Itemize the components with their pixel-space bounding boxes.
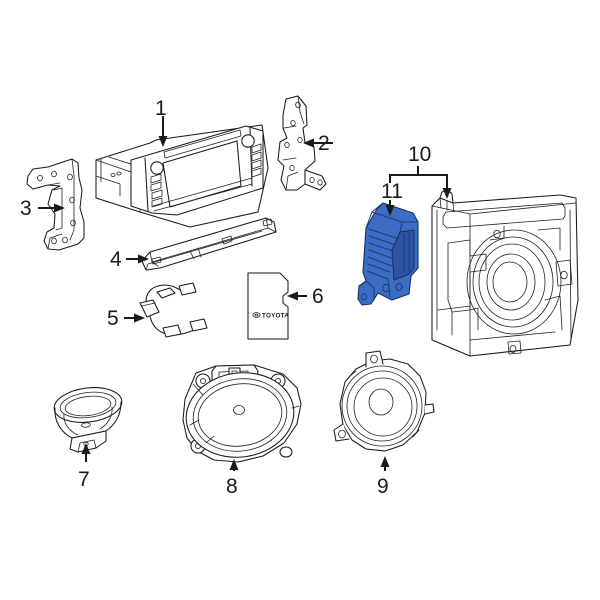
callout-label-4[interactable]: 4: [110, 248, 122, 271]
part-radio-receiver-head-unit: [95, 124, 269, 228]
part-subwoofer-assembly: [431, 189, 579, 357]
sd-card-brand-text: TOYOTA: [262, 313, 289, 320]
part-antenna-cable-harness: [139, 282, 208, 338]
callout-label-11[interactable]: 11: [381, 180, 403, 203]
callout-label-1[interactable]: 1: [155, 97, 167, 120]
callout-leader-lines: [38, 116, 452, 471]
part-audio-amplifier: [357, 202, 419, 306]
part-tweeter-speaker: [53, 387, 123, 453]
part-rear-door-speaker: [333, 350, 435, 452]
part-radio-support-brace: [141, 217, 277, 271]
callout-label-7[interactable]: 7: [78, 468, 90, 491]
callout-label-8[interactable]: 8: [226, 475, 238, 498]
part-side-mounting-bracket-right: [277, 95, 327, 191]
callout-label-5[interactable]: 5: [107, 307, 119, 330]
callout-label-3[interactable]: 3: [20, 197, 32, 220]
callout-label-6[interactable]: 6: [312, 285, 324, 308]
callout-label-9[interactable]: 9: [377, 475, 389, 498]
part-navigation-sd-card: TOYOTA: [247, 272, 289, 340]
part-front-door-speaker: [182, 364, 302, 463]
callout-label-2[interactable]: 2: [318, 132, 330, 155]
callout-label-10[interactable]: 10: [408, 143, 432, 166]
